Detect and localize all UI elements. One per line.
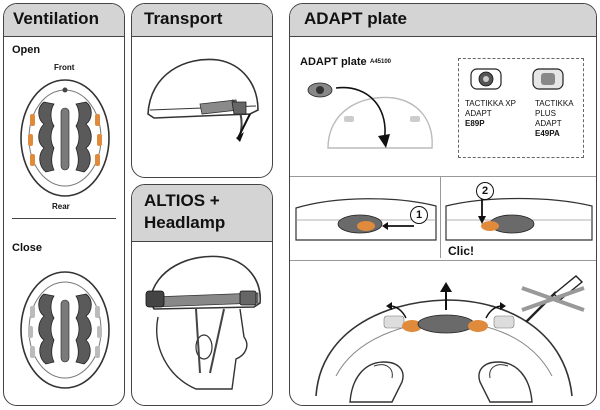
ventilation-divider — [12, 218, 116, 219]
steps-vertical-divider — [440, 176, 441, 258]
altios-title-line2: Headlamp — [144, 213, 226, 232]
front-label: Front — [54, 63, 75, 72]
adapt-plate-removal-illustration — [315, 282, 573, 403]
altios-panel: ALTIOS + Headlamp — [131, 184, 273, 406]
helmet-open-top-view — [20, 79, 110, 197]
ventilation-header: Ventilation — [4, 4, 124, 37]
step1-slide-plate-illustration — [295, 198, 437, 241]
helmet-side-transport-illustration — [147, 58, 259, 142]
altios-title-line1: ALTIOS + — [144, 191, 220, 210]
rear-label: Rear — [52, 202, 70, 211]
open-label: Open — [12, 44, 41, 56]
tactikka-xp-adapt-icon — [470, 68, 502, 90]
steps-divider-bottom — [290, 260, 596, 261]
transport-header: Transport — [132, 4, 272, 37]
adapt-title: ADAPT plate — [304, 9, 407, 28]
adapt-plate-panel: ADAPT plate ADAPT plate A45100 TACTIKKA … — [289, 3, 597, 406]
compatible-lamps-box: TACTIKKA XP ADAPT E89P TACTIKKA PLUS ADA… — [458, 58, 584, 158]
adapt-plate-ref: A45100 — [370, 59, 392, 65]
helmet-closed-top-view — [20, 271, 110, 389]
helmet-headlamp-illustration — [145, 255, 261, 390]
transport-panel: Transport — [131, 3, 273, 178]
compat-left-text: TACTIKKA XP ADAPT E89P — [465, 99, 516, 128]
compat-right-text: TACTIKKA PLUS ADAPT E49PA — [535, 99, 574, 138]
ventilation-title: Ventilation — [13, 9, 99, 28]
transport-title: Transport — [144, 9, 223, 28]
adapt-plate-install-illustration — [307, 82, 433, 149]
clic-label: Clic! — [448, 244, 475, 258]
step2-clip-plate-illustration — [445, 197, 593, 241]
tactikka-plus-adapt-icon — [532, 68, 564, 90]
adapt-plate-label: ADAPT plate — [300, 56, 367, 68]
close-label: Close — [12, 242, 42, 254]
steps-divider-top — [290, 176, 596, 177]
adapt-header: ADAPT plate — [290, 4, 596, 37]
step2-badge: 2 — [476, 182, 494, 200]
ventilation-panel: Ventilation Open Front Rear Close — [3, 3, 125, 406]
no-screwdriver-icon — [521, 275, 585, 323]
altios-header: ALTIOS + Headlamp — [132, 185, 272, 242]
step1-badge: 1 — [410, 206, 428, 224]
